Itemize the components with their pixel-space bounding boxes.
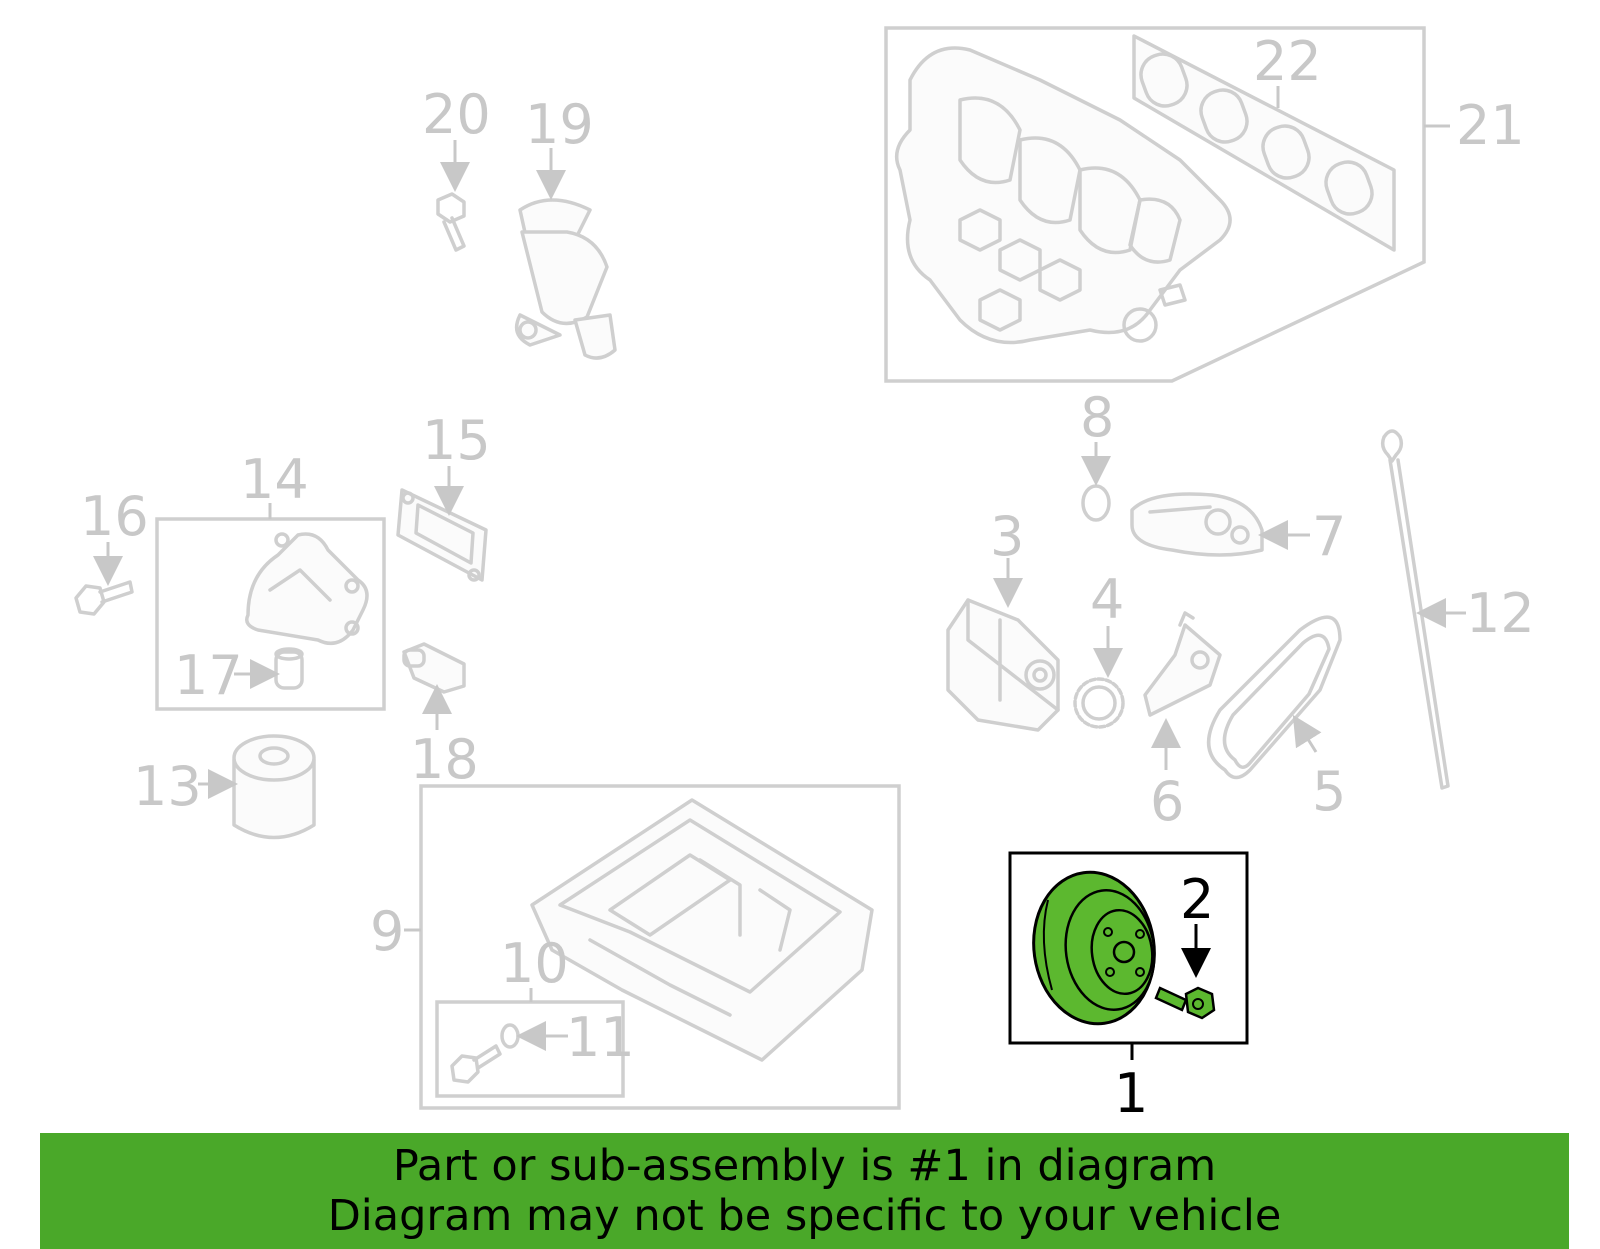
box-1-crankshaft-pulley-kit	[1008, 851, 1249, 1045]
part-6-chain-guide[interactable]	[1143, 611, 1222, 770]
box-21-intake-manifold	[884, 26, 1426, 383]
part-2-pulley-bolt[interactable]	[1154, 924, 1216, 1020]
part-11-washer[interactable]	[500, 1021, 568, 1051]
callout-21: 21	[1456, 94, 1525, 157]
callout-17: 17	[174, 644, 243, 707]
part-18-sensor[interactable]	[402, 642, 466, 730]
info-banner: Part or sub-assembly is #1 in diagram Di…	[40, 1133, 1569, 1249]
part-22-intake-gaskets[interactable]	[1132, 34, 1396, 252]
part-15-gasket[interactable]	[396, 466, 488, 582]
callout-2: 2	[1180, 868, 1214, 931]
part-13-oil-filter[interactable]	[198, 734, 316, 840]
callout-5: 5	[1312, 760, 1346, 823]
callout-1: 1	[1114, 1062, 1148, 1125]
callout-11: 11	[566, 1006, 635, 1069]
callout-12: 12	[1466, 582, 1535, 645]
callout-8: 8	[1080, 386, 1114, 449]
callout-16: 16	[80, 485, 149, 548]
callout-13: 13	[133, 755, 202, 818]
part-7-tensioner[interactable]	[1130, 492, 1310, 557]
callout-4: 4	[1090, 568, 1124, 631]
part-9-oil-pan[interactable]	[530, 798, 874, 1062]
callout-22: 22	[1253, 30, 1322, 93]
part-21-intake-manifold[interactable]	[894, 46, 1232, 345]
box-9-oil-pan	[419, 784, 901, 1110]
part-8-o-ring[interactable]	[1081, 442, 1111, 522]
callout-9: 9	[370, 900, 404, 963]
part-4-sprocket[interactable]	[1073, 626, 1125, 729]
callout-14: 14	[240, 448, 309, 511]
part-3-oil-pump[interactable]	[946, 558, 1060, 732]
callout-15: 15	[422, 409, 491, 472]
part-16-bolt[interactable]	[74, 542, 134, 616]
part-5-timing-chain[interactable]	[1206, 615, 1342, 780]
callout-10: 10	[500, 932, 569, 995]
callout-6: 6	[1150, 770, 1184, 833]
part-1-crankshaft-pulley[interactable]	[1024, 864, 1164, 1031]
part-19-oil-pump-pickup[interactable]	[514, 148, 617, 360]
callout-18: 18	[410, 728, 479, 791]
callout-7: 7	[1312, 505, 1346, 568]
callout-20: 20	[422, 83, 491, 146]
part-12-dipstick[interactable]	[1380, 429, 1466, 790]
callout-3: 3	[990, 505, 1024, 568]
banner-line-1: Part or sub-assembly is #1 in diagram	[392, 1141, 1217, 1191]
callout-19: 19	[525, 93, 594, 156]
part-17-plug[interactable]	[234, 647, 304, 690]
banner-line-2: Diagram may not be specific to your vehi…	[327, 1191, 1282, 1241]
part-14-oil-filter-adapter[interactable]	[245, 532, 369, 646]
part-10-drain-plug[interactable]	[450, 1044, 502, 1084]
part-20-bolt[interactable]	[436, 140, 470, 252]
